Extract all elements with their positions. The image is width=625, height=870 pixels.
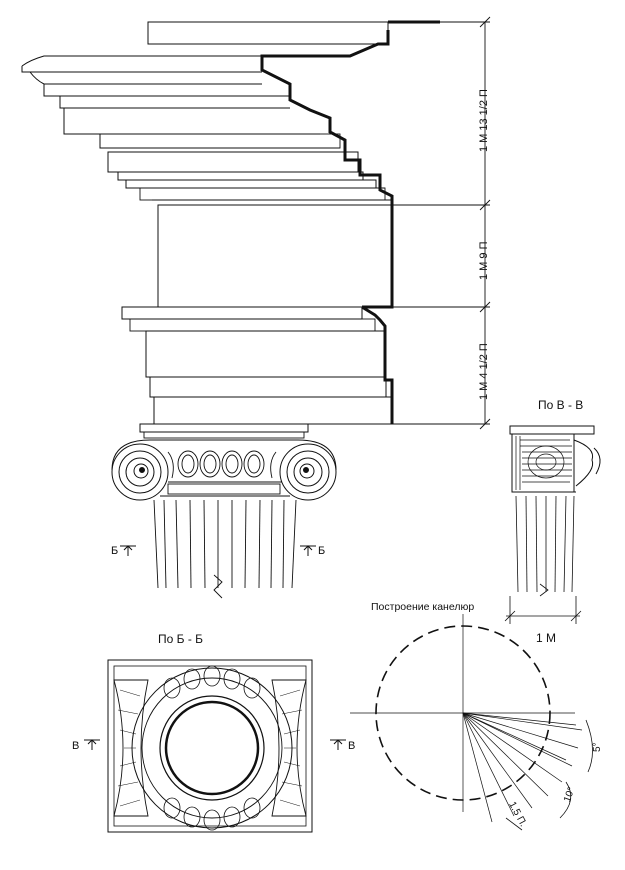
cornice-height-label: 1 М 13 1/2 П: [478, 89, 490, 152]
plan-section: [84, 659, 346, 833]
frieze-height-label: 1 М 9 П: [478, 241, 490, 280]
plan-marker-left-label: В: [72, 740, 80, 752]
architrave: [121, 305, 394, 425]
echinus-eggs: [167, 450, 277, 479]
section-marker-b-right: [300, 545, 316, 556]
volute-left: [111, 443, 169, 501]
frieze: [157, 204, 394, 309]
ionic-capital: [111, 423, 337, 501]
column-shaft: [153, 499, 297, 599]
side-section-title: По В - В: [538, 398, 584, 412]
section-marker-b-right-label: Б: [318, 545, 326, 557]
flute-construction: [350, 614, 593, 831]
architrave-height-label: 1 М 4 1/2 П: [478, 343, 490, 400]
flute-angle-small-label: 5°: [592, 742, 603, 752]
section-marker-b-left: [120, 545, 136, 556]
side-section: [504, 425, 601, 624]
dentil-band: [107, 151, 377, 189]
volute-right: [279, 443, 337, 501]
plan-section-title: По Б - Б: [158, 632, 204, 646]
plan-marker-right-label: В: [348, 740, 356, 752]
cornice: [21, 20, 440, 205]
section-marker-b-left-label: Б: [111, 545, 119, 557]
egg-and-dart-band-upper: [99, 133, 341, 149]
height-dimension-line: [392, 16, 491, 430]
side-section-width-label: 1 М: [536, 631, 557, 645]
flute-construction-title: Построение канелюр: [371, 601, 475, 613]
